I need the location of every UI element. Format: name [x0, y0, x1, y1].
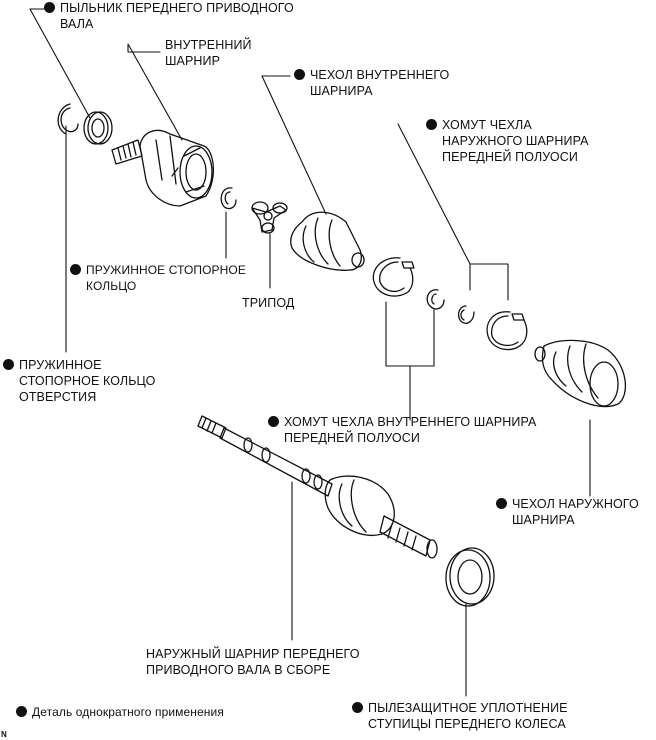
- legend-text: Деталь однократного применения: [32, 705, 224, 719]
- hub-seal-part: [445, 547, 495, 607]
- one-time-use-dot-icon: [3, 359, 14, 370]
- label-snap-ring: ПРУЖИННОЕ СТОПОРНОЕ КОЛЬЦО: [70, 262, 246, 294]
- one-time-use-dot-icon: [268, 416, 279, 427]
- label-outer-joint-assy: НАРУЖНЫЙ ШАРНИР ПЕРЕДНЕГО ПРИВОДНОГО ВАЛ…: [146, 647, 360, 677]
- tripod-part: [251, 201, 288, 234]
- one-time-use-dot-icon: [294, 69, 305, 80]
- label-inner-boot: ЧЕХОЛ ВНУТРЕННЕГО ШАРНИРА: [294, 67, 449, 99]
- label-dust-cover: ПЫЛЬНИК ПЕРЕДНЕГО ПРИВОДНОГО ВАЛА: [44, 0, 294, 32]
- one-time-use-dot-icon: [70, 264, 81, 275]
- one-time-use-dot-icon: [44, 2, 55, 13]
- snap-ring-part: [220, 187, 237, 210]
- legend: Деталь однократного применения: [16, 704, 224, 720]
- corner-mark: N: [1, 730, 7, 739]
- outer-joint-shaft-part: [197, 415, 438, 559]
- label-outer-boot: ЧЕХОЛ НАРУЖНОГО ШАРНИРА: [496, 496, 639, 528]
- one-time-use-dot-icon: [496, 498, 507, 509]
- legend-dot-icon: [16, 706, 27, 717]
- label-tripod: ТРИПОД: [242, 296, 295, 310]
- outer-boot-part: [534, 339, 627, 408]
- label-hub-seal: ПЫЛЕЗАЩИТНОЕ УПЛОТНЕНИЕ СТУПИЦЫ ПЕРЕДНЕГ…: [352, 700, 568, 732]
- inner-joint-part: [111, 129, 214, 207]
- label-inner-joint: ВНУТРЕННИЙ ШАРНИР: [165, 38, 252, 68]
- leader-lines: [29, 8, 591, 697]
- dust-cover-part: [83, 111, 113, 145]
- label-inner-boot-clamp: ХОМУТ ЧЕХЛА ВНУТРЕННЕГО ШАРНИРА ПЕРЕДНЕЙ…: [268, 414, 536, 446]
- one-time-use-dot-icon: [352, 702, 363, 713]
- outer-boot-clamp-parts: [457, 305, 528, 351]
- inner-boot-clamp-parts: [372, 257, 445, 310]
- one-time-use-dot-icon: [426, 119, 437, 130]
- hole-snap-ring-part: [57, 103, 79, 135]
- inner-boot-part: [290, 211, 365, 271]
- label-outer-boot-clamp: ХОМУТ ЧЕХЛА НАРУЖНОГО ШАРНИРА ПЕРЕДНЕЙ П…: [426, 117, 589, 165]
- label-hole-snap-ring: ПРУЖИННОЕ СТОПОРНОЕ КОЛЬЦО ОТВЕРСТИЯ: [3, 357, 155, 405]
